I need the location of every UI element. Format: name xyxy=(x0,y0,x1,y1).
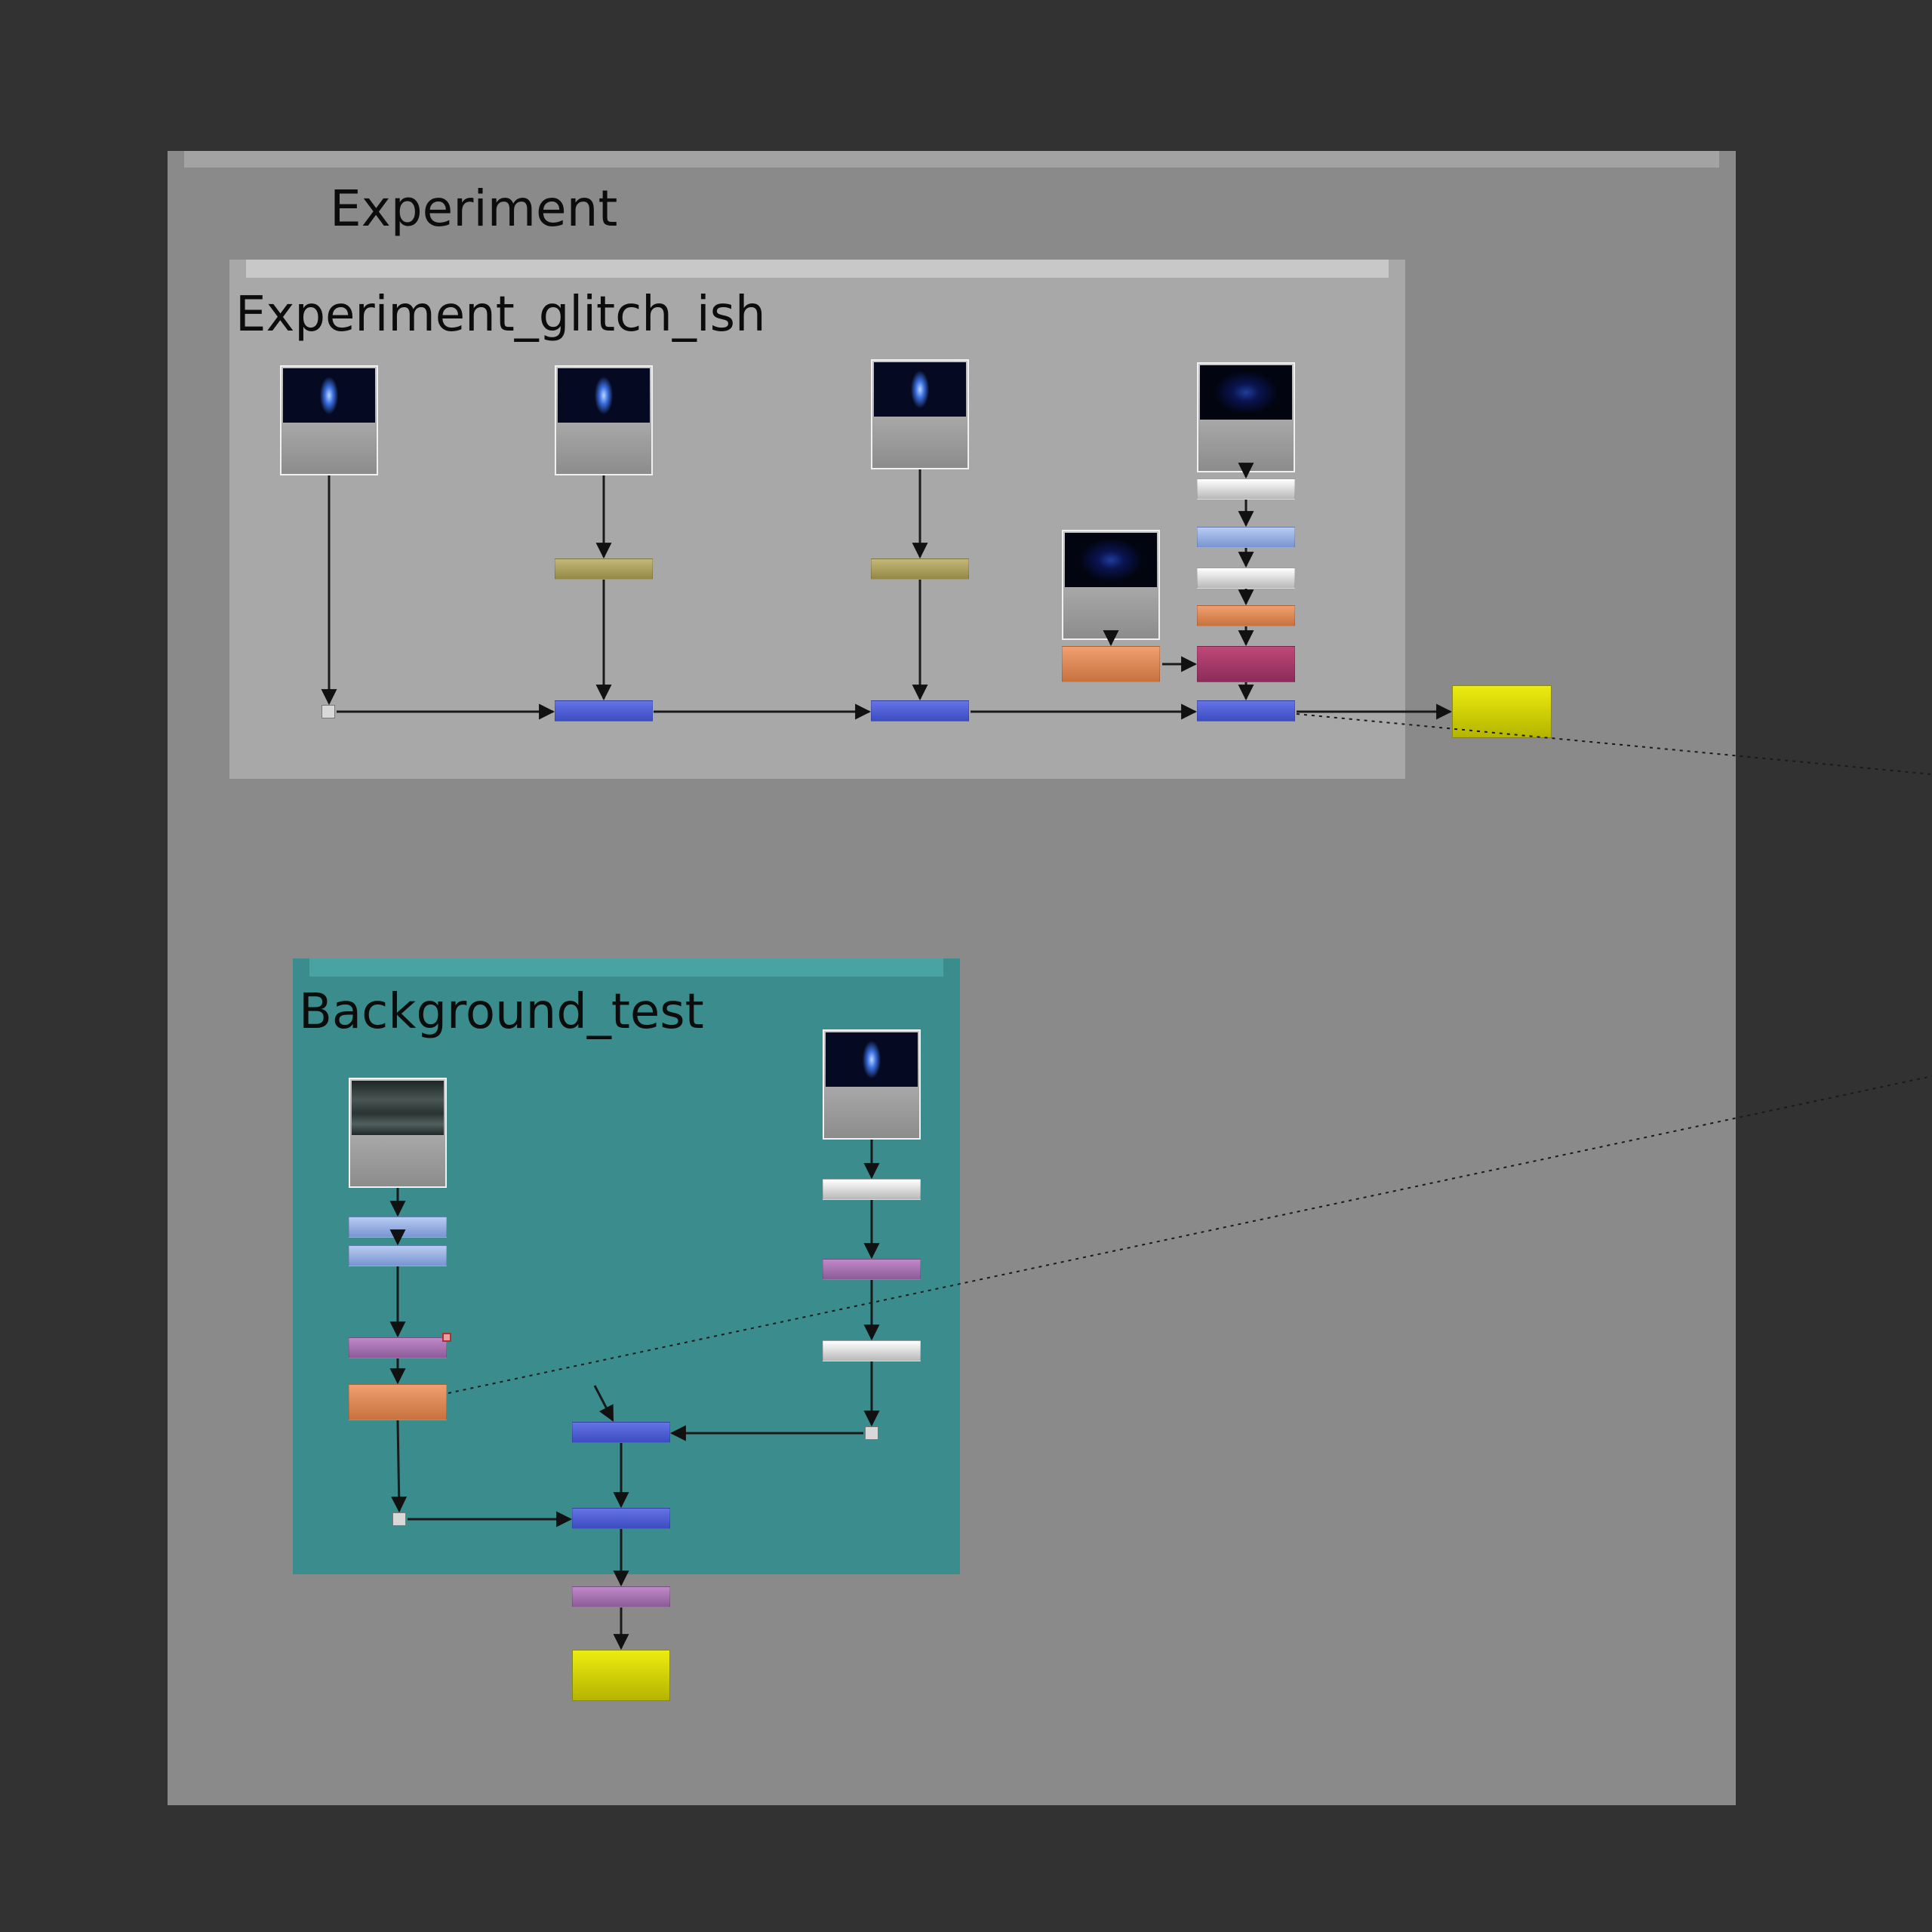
dot-node[interactable] xyxy=(321,705,335,718)
backdrop-experiment-glitch-ish[interactable]: Experiment_glitch_ish xyxy=(229,260,1405,779)
backdrop-title-bar[interactable] xyxy=(184,151,1719,168)
photo-thumbnail-icon xyxy=(352,1081,444,1135)
write-node[interactable] xyxy=(1452,685,1552,738)
read-node[interactable] xyxy=(871,359,969,469)
purple-node[interactable] xyxy=(349,1337,447,1358)
stars-thumbnail-icon xyxy=(1065,533,1157,587)
merge-node[interactable] xyxy=(555,700,653,721)
magenta-node[interactable] xyxy=(1197,646,1295,682)
purple-node[interactable] xyxy=(823,1259,921,1280)
read-node[interactable] xyxy=(1062,530,1160,640)
error-flag-icon xyxy=(442,1333,451,1342)
backdrop-label: Experiment_glitch_ish xyxy=(235,287,766,343)
purple-node[interactable] xyxy=(572,1586,670,1607)
blur-node[interactable] xyxy=(349,1245,447,1266)
read-node[interactable] xyxy=(349,1078,447,1188)
read-node[interactable] xyxy=(1197,362,1295,472)
stars-thumbnail-icon xyxy=(1200,365,1292,420)
merge-node[interactable] xyxy=(572,1508,670,1529)
nebula-thumbnail-icon xyxy=(558,368,650,423)
orange-node[interactable] xyxy=(1197,605,1295,626)
orange-node[interactable] xyxy=(1062,646,1160,682)
write-node[interactable] xyxy=(572,1650,670,1701)
dot-node[interactable] xyxy=(865,1426,878,1440)
nebula-thumbnail-icon xyxy=(283,368,375,423)
read-node[interactable] xyxy=(555,365,653,475)
grade-node[interactable] xyxy=(871,558,969,580)
grade-node[interactable] xyxy=(555,558,653,580)
white-node[interactable] xyxy=(1197,478,1295,500)
read-node[interactable] xyxy=(280,365,378,475)
white-node[interactable] xyxy=(823,1179,921,1200)
backdrop-label: Experiment xyxy=(330,180,618,238)
backdrop-title-bar[interactable] xyxy=(309,958,943,977)
white-node[interactable] xyxy=(1197,568,1295,589)
dot-node[interactable] xyxy=(392,1512,406,1526)
nebula-thumbnail-icon xyxy=(826,1032,918,1087)
nebula-thumbnail-icon xyxy=(874,362,966,417)
merge-node[interactable] xyxy=(871,700,969,721)
read-node[interactable] xyxy=(823,1029,921,1140)
blur-node[interactable] xyxy=(1197,527,1295,548)
merge-node[interactable] xyxy=(572,1422,670,1443)
backdrop-label: Background_test xyxy=(299,984,704,1040)
merge-node[interactable] xyxy=(1197,700,1295,721)
orange-node[interactable] xyxy=(349,1384,447,1420)
white-node[interactable] xyxy=(823,1340,921,1361)
backdrop-title-bar[interactable] xyxy=(246,260,1389,278)
